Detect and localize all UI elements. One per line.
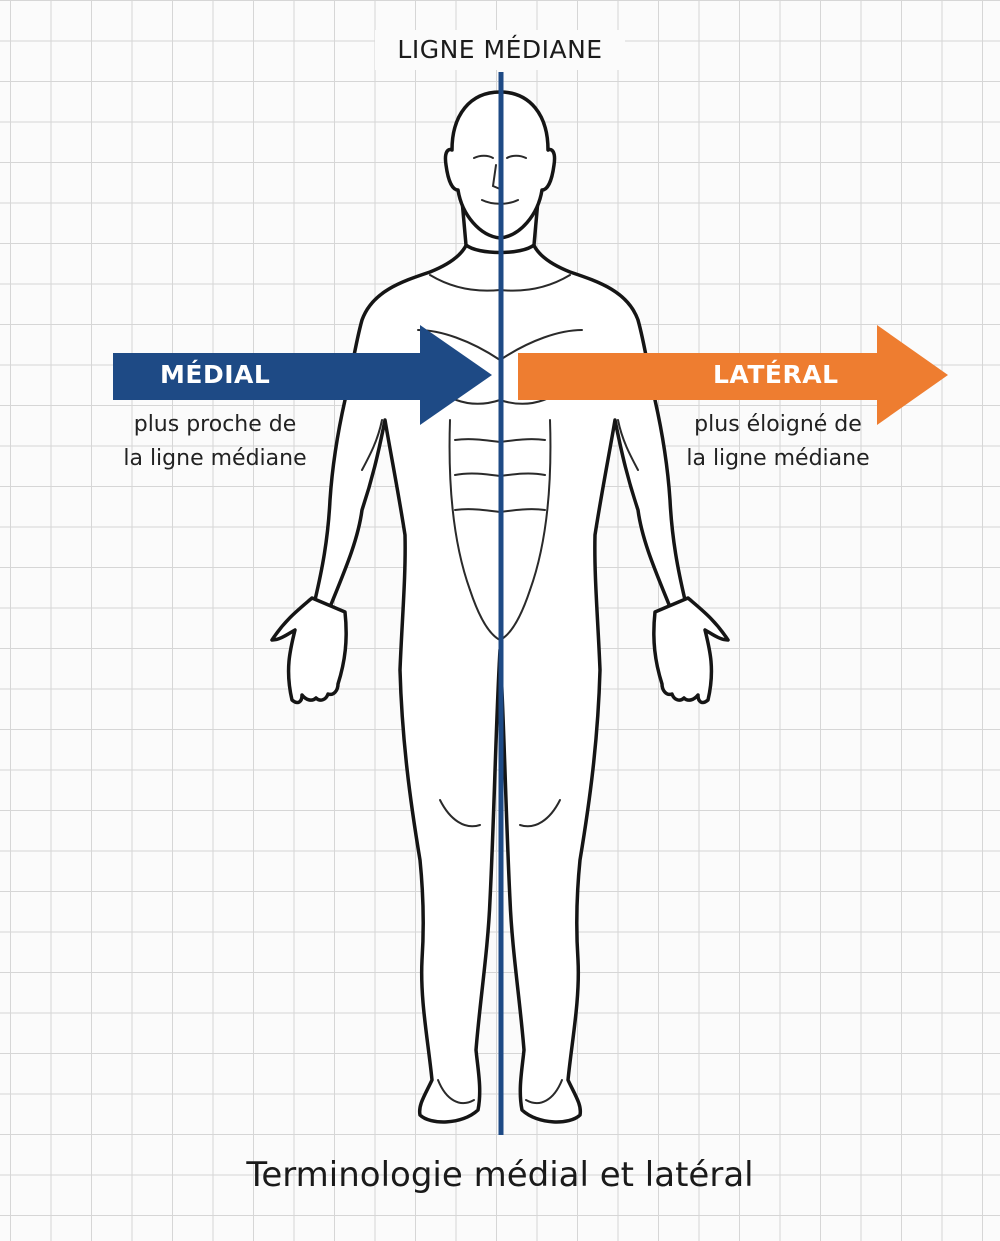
lateral-label: LATÉRAL: [713, 360, 839, 389]
lateral-description-line2: la ligne médiane: [686, 446, 870, 471]
lateral-description: plus éloigné de la ligne médiane: [648, 408, 908, 476]
lateral-description-line1: plus éloigné de: [694, 412, 862, 437]
midline-label: LIGNE MÉDIANE: [375, 30, 625, 70]
diagram-title: Terminologie médial et latéral: [246, 1155, 754, 1195]
medial-description-line2: la ligne médiane: [123, 446, 307, 471]
medial-description: plus proche de la ligne médiane: [85, 408, 345, 476]
medial-description-line1: plus proche de: [133, 412, 297, 437]
medial-label: MÉDIAL: [160, 360, 271, 389]
right-hand: [652, 596, 730, 705]
left-hand: [270, 596, 348, 705]
